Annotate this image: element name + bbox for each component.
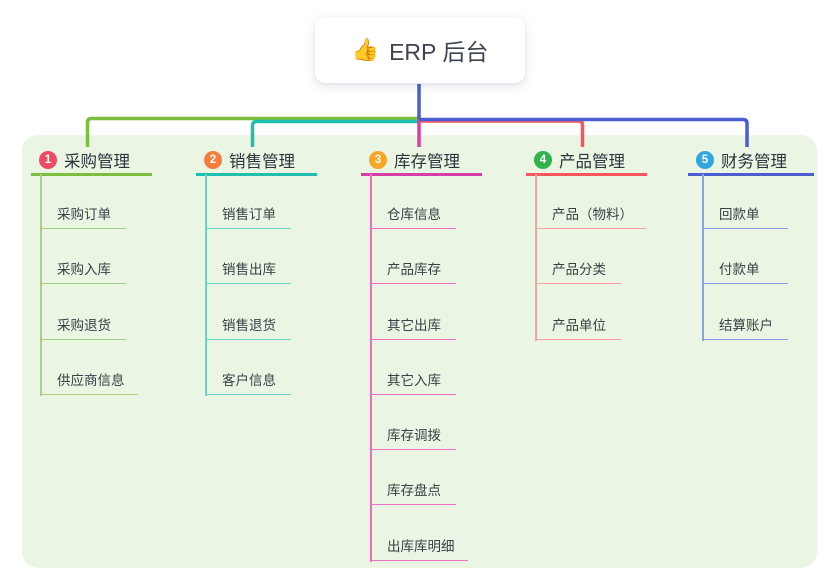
branch-trunk-line (535, 174, 537, 342)
branch-children: 采购订单采购入库采购退货供应商信息 (40, 176, 152, 395)
child-node-label: 销售订单 (222, 207, 276, 222)
child-node[interactable]: 回款单 (702, 176, 788, 229)
branch-trunk-line (702, 174, 704, 342)
child-node[interactable]: 仓库信息 (370, 176, 456, 229)
branch-number-badge: 1 (39, 151, 57, 169)
child-node[interactable]: 产品单位 (535, 284, 621, 340)
branch-heading[interactable]: 4 产品管理 (526, 147, 647, 176)
child-node-label: 仓库信息 (387, 207, 441, 222)
child-node-label: 其它入库 (387, 372, 441, 388)
branch-1: 1 采购管理采购订单采购入库采购退货供应商信息 (31, 147, 152, 397)
child-node[interactable]: 销售出库 (205, 229, 291, 285)
child-node[interactable]: 采购入库 (40, 229, 126, 285)
child-node[interactable]: 库存盘点 (370, 450, 456, 506)
child-node-label: 销售出库 (222, 262, 276, 278)
branch-5: 5 财务管理回款单付款单结算账户 (688, 147, 814, 342)
branch-number-badge: 4 (534, 151, 552, 169)
branch-heading[interactable]: 1 采购管理 (31, 147, 152, 176)
child-node[interactable]: 供应商信息 (40, 340, 138, 395)
child-node-label: 产品单位 (552, 317, 606, 333)
child-node[interactable]: 客户信息 (205, 340, 291, 395)
child-node-label: 付款单 (719, 262, 760, 278)
child-node[interactable]: 其它入库 (370, 340, 456, 395)
branch-children: 产品（物料） 产品分类产品单位 (535, 176, 647, 340)
branch-label: 销售管理 (229, 153, 295, 171)
child-node-label: 结算账户 (719, 317, 773, 333)
branch-trunk-line (205, 174, 207, 397)
child-node-label: 回款单 (719, 207, 760, 222)
root-node-label: ERP 后台 (389, 39, 489, 65)
child-node[interactable]: 产品库存 (370, 229, 456, 285)
branch-number-badge: 2 (204, 151, 222, 169)
child-node-label: 其它出库 (387, 317, 441, 333)
child-node[interactable]: 结算账户 (702, 284, 788, 340)
child-node[interactable]: 产品（物料） (535, 176, 646, 229)
child-node-label: 销售退货 (222, 317, 276, 333)
branch-children: 仓库信息产品库存其它出库其它入库库存调拨库存盘点出库库明细 (370, 176, 482, 561)
child-node[interactable]: 销售退货 (205, 284, 291, 340)
child-node-label: 供应商信息 (57, 372, 125, 388)
branch-children: 销售订单销售出库销售退货客户信息 (205, 176, 317, 395)
branches-panel (22, 135, 817, 568)
child-node-label: 客户信息 (222, 372, 276, 388)
branch-4: 4 产品管理产品（物料） 产品分类产品单位 (526, 147, 647, 342)
child-node[interactable]: 付款单 (702, 229, 788, 285)
root-node-erp[interactable]: 👍 ERP 后台 (315, 17, 525, 83)
child-node[interactable]: 其它出库 (370, 284, 456, 340)
branch-heading[interactable]: 2 销售管理 (196, 147, 317, 176)
branch-label: 财务管理 (721, 153, 787, 171)
child-node-label: 产品（物料） (552, 207, 633, 222)
branch-number-badge: 3 (369, 151, 387, 169)
branch-trunk-line (370, 174, 372, 563)
branch-children: 回款单付款单结算账户 (702, 176, 814, 340)
child-node-label: 产品库存 (387, 262, 441, 278)
child-node-label: 产品分类 (552, 262, 606, 278)
branch-number-badge: 5 (696, 151, 714, 169)
branch-heading[interactable]: 3 库存管理 (361, 147, 482, 176)
child-node[interactable]: 销售订单 (205, 176, 291, 229)
branch-3: 3 库存管理仓库信息产品库存其它出库其它入库库存调拨库存盘点出库库明细 (361, 147, 482, 563)
branch-trunk-line (40, 174, 42, 397)
child-node[interactable]: 采购退货 (40, 284, 126, 340)
child-node[interactable]: 产品分类 (535, 229, 621, 285)
branch-label: 产品管理 (559, 153, 625, 171)
branch-label: 库存管理 (394, 153, 460, 171)
child-node-label: 库存调拨 (387, 428, 441, 444)
child-node[interactable]: 库存调拨 (370, 395, 456, 451)
child-node-label: 出库库明细 (387, 538, 455, 554)
child-node[interactable]: 采购订单 (40, 176, 126, 229)
thumbs-up-icon: 👍 (351, 37, 380, 62)
child-node-label: 采购退货 (57, 317, 111, 333)
child-node[interactable]: 出库库明细 (370, 505, 468, 561)
child-node-label: 库存盘点 (387, 483, 441, 499)
child-node-label: 采购订单 (57, 207, 111, 222)
branch-2: 2 销售管理销售订单销售出库销售退货客户信息 (196, 147, 317, 397)
child-node-label: 采购入库 (57, 262, 111, 278)
branch-heading[interactable]: 5 财务管理 (688, 147, 814, 176)
branch-label: 采购管理 (64, 153, 130, 171)
